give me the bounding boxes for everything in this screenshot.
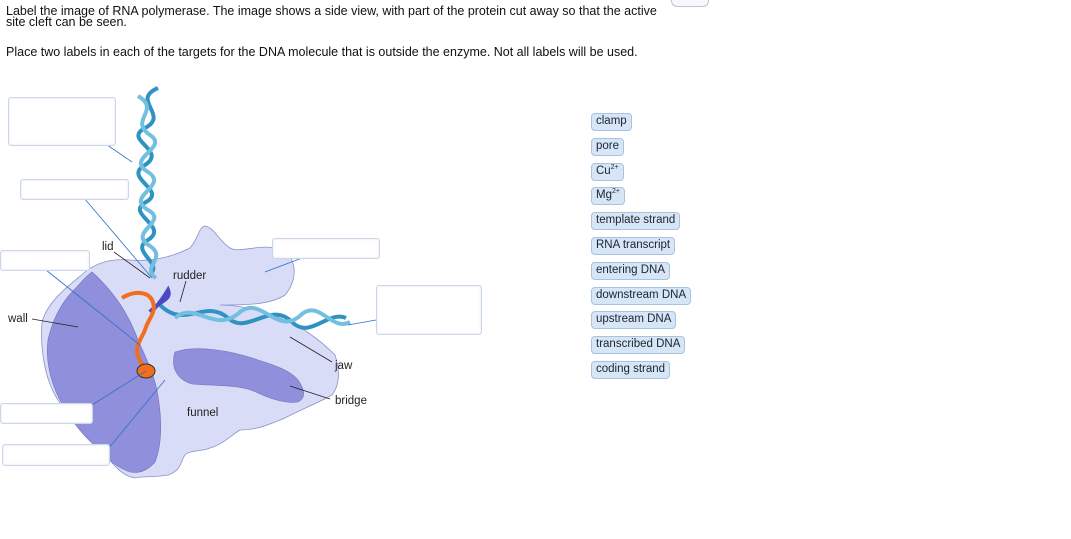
instruction-text-1: Label the image of RNA polymerase. The i…: [6, 4, 657, 29]
drop-target-6[interactable]: [0, 403, 93, 424]
drop-target-3[interactable]: [0, 250, 90, 271]
drop-target-1[interactable]: [8, 97, 116, 146]
label-chip-entering-dna[interactable]: entering DNA: [591, 261, 671, 280]
leader-line: [107, 379, 166, 450]
label-chip-transcribed-dna[interactable]: transcribed DNA: [591, 336, 686, 355]
instruction-text-2: Place two labels in each of the targets …: [6, 45, 638, 59]
rna-polymerase-diagram: [31, 86, 377, 479]
leader-line: [83, 197, 153, 279]
label-rudder: rudder: [173, 270, 207, 282]
label-chip-template-strand[interactable]: template strand: [591, 212, 681, 231]
pointer-line-jaw: [289, 336, 333, 363]
leader-line: [91, 370, 147, 406]
label-chip-mg2[interactable]: Mg2+: [591, 187, 625, 206]
dna-strand-light-lower: [173, 305, 351, 326]
rna-transcript-strand: [120, 291, 156, 370]
label-lid: lid: [102, 241, 114, 253]
cu-text: Cu: [596, 164, 611, 177]
label-chip-cu2[interactable]: Cu2+: [591, 162, 624, 181]
label-chip-clamp[interactable]: clamp: [591, 113, 632, 131]
drop-target-5[interactable]: [376, 285, 482, 335]
label-chip-coding-strand[interactable]: coding strand: [591, 360, 671, 379]
drop-target-4[interactable]: [272, 238, 380, 259]
label-funnel: funnel: [187, 407, 219, 419]
leader-line: [347, 319, 377, 326]
label-wall: wall: [8, 313, 28, 325]
label-bridge: bridge: [335, 395, 367, 407]
mg-charge: 2+: [611, 188, 620, 196]
drop-target-2[interactable]: [20, 179, 129, 200]
drop-target-7[interactable]: [2, 444, 110, 466]
mg-text: Mg: [596, 189, 612, 202]
cu-charge: 2+: [610, 163, 619, 171]
label-chip-rna-transcript[interactable]: RNA transcript: [591, 236, 676, 255]
label-chip-pore[interactable]: pore: [591, 137, 625, 156]
label-chip-upstream-dna[interactable]: upstream DNA: [591, 311, 677, 330]
corner-control[interactable]: [671, 0, 709, 7]
dna-strand-dark-upper: [136, 86, 159, 274]
pointer-line-rudder: [179, 280, 187, 303]
label-bank: clamp pore Cu2+ Mg2+ template strand RNA…: [591, 111, 731, 384]
pointer-line-wall: [31, 318, 79, 328]
label-jaw: jaw: [335, 360, 353, 372]
pointer-line-lid: [113, 251, 151, 279]
pointer-line-bridge: [289, 385, 331, 400]
leader-line: [45, 269, 141, 346]
leader-line: [264, 257, 303, 273]
label-chip-downstream-dna[interactable]: downstream DNA: [591, 286, 692, 305]
jaw-region: [173, 348, 304, 403]
dna-strand-light-upper: [136, 94, 159, 280]
